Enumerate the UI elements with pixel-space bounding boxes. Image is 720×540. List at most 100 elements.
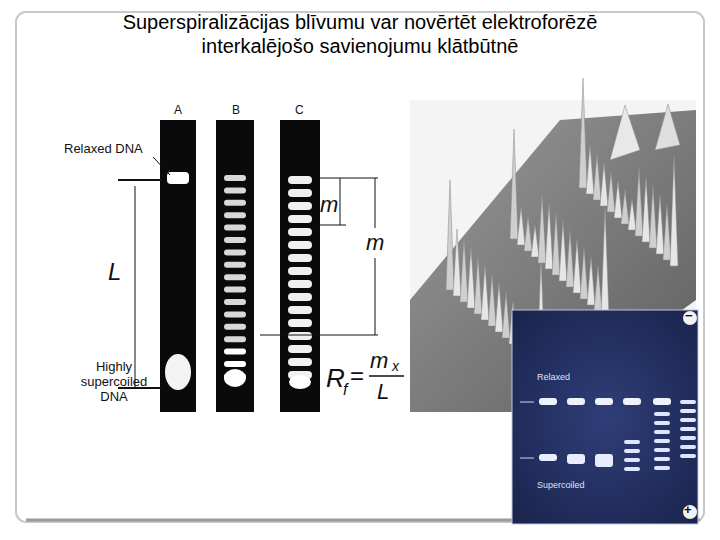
dimension-line [375, 178, 376, 228]
plot-peak [446, 180, 454, 290]
gel-band [288, 358, 312, 366]
plot-peak [467, 247, 475, 308]
plot-peak [481, 265, 489, 320]
gel-band [288, 228, 312, 236]
gel-band [680, 427, 696, 431]
gel-band [224, 324, 246, 330]
plot-peak [474, 256, 482, 314]
plot-peak [601, 207, 609, 317]
plot-peak [587, 257, 595, 305]
gel-band [654, 421, 670, 425]
gel-band [288, 254, 312, 262]
gel-band [567, 454, 585, 464]
gel-band [654, 448, 670, 452]
leader-line [520, 402, 534, 403]
gel-band [224, 187, 246, 193]
leader-line [153, 157, 170, 175]
gel-photo-bands [539, 398, 696, 471]
dimension-label: m [366, 230, 384, 255]
plot-peak [579, 78, 587, 188]
gel-band [288, 202, 312, 210]
gel-lane [280, 120, 320, 412]
gel-band [224, 274, 246, 280]
gel-band [288, 332, 312, 340]
gel-band [654, 457, 670, 461]
gel-band [624, 467, 640, 471]
dimension-label: L [108, 258, 121, 286]
gel-band [624, 449, 640, 453]
gel-band [624, 440, 640, 444]
gel-band [595, 398, 613, 405]
gel-band [224, 349, 246, 355]
gel-band [288, 293, 312, 301]
plot-peak [607, 172, 615, 212]
gel-band [224, 225, 246, 231]
dimension-line [375, 258, 376, 335]
gel-band [654, 466, 670, 470]
dimension-line [340, 178, 341, 225]
plot-peak [649, 186, 657, 248]
plot-peak [580, 248, 588, 299]
gel-band [224, 262, 246, 268]
plot-peak [593, 154, 601, 200]
gel-band [539, 398, 557, 405]
plot-peak [524, 216, 532, 251]
gel-band [288, 280, 312, 288]
gel-label: Supercoiled [537, 480, 585, 490]
dimension-label: m [320, 192, 338, 217]
plot-peak [614, 181, 622, 218]
formula-subscript: x [392, 358, 399, 374]
gel-band [680, 400, 696, 404]
formula-symbol: = [350, 362, 364, 390]
lane-letter: C [295, 104, 304, 118]
gel-band [680, 436, 696, 440]
plot-peak [655, 104, 680, 150]
gel-band [224, 237, 246, 243]
gel-band [224, 361, 246, 367]
gel-band [288, 306, 312, 314]
plot-peak [495, 283, 503, 332]
gel-band [567, 398, 585, 405]
gel-band [595, 454, 613, 467]
band-label: Highly supercoiled DNA [72, 360, 156, 405]
formula-subscript: f [343, 381, 347, 399]
gel-band [224, 249, 246, 255]
gel-band [224, 175, 246, 181]
gel-band [288, 345, 312, 353]
gel-band [288, 319, 312, 327]
formula-symbol: R [326, 364, 345, 394]
plot-peak [635, 168, 643, 236]
gel-band [224, 336, 246, 342]
gel-lane [216, 120, 254, 412]
slide-title: Superspiralizācijas blīvumu var novērtēt… [70, 10, 650, 58]
gel-band [289, 375, 311, 389]
leader-line [520, 458, 534, 459]
gel-band [288, 267, 312, 275]
gel-band [654, 439, 670, 443]
gel-band [224, 287, 246, 293]
plot-peak [559, 221, 567, 281]
plot-peak [594, 266, 602, 311]
gel-band [539, 454, 557, 461]
plot-peak [538, 194, 546, 263]
lane-letter: B [232, 104, 240, 118]
plot-peak [642, 177, 650, 242]
gel-band [165, 354, 191, 390]
gel-band [680, 445, 696, 449]
gel-band [654, 430, 670, 434]
gel-band [288, 215, 312, 223]
plot-peak [573, 239, 581, 293]
formula-symbol: m [370, 348, 388, 373]
plot-peak [453, 229, 461, 296]
gel-band [680, 454, 696, 458]
electrode-sign: − [685, 309, 693, 324]
fraction-bar [369, 375, 404, 377]
gel-band [288, 176, 312, 184]
dimension-line [260, 335, 378, 336]
plot-peak [621, 190, 629, 224]
plot-peak [628, 199, 636, 230]
plot-peak [656, 195, 664, 254]
plot-peak [586, 145, 594, 194]
gel-band [680, 418, 696, 422]
